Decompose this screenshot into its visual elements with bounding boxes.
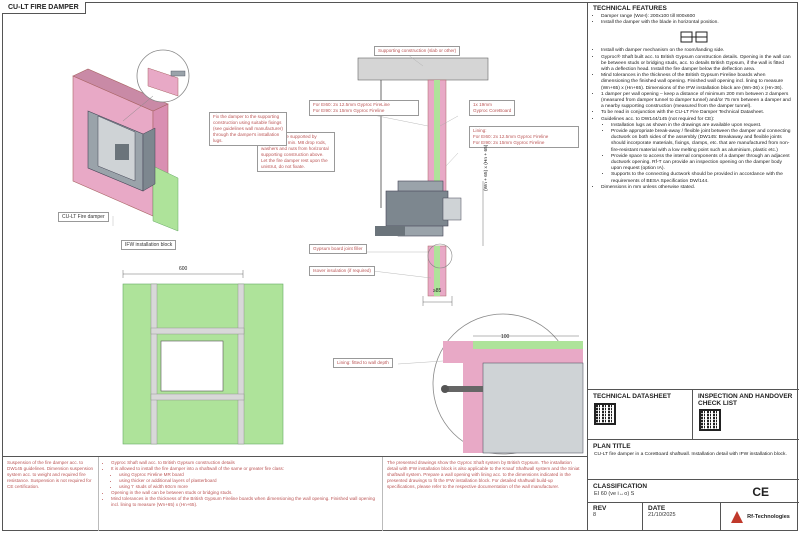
shaftwall-note-item: Opening in the wall can be between studs… xyxy=(111,490,378,496)
feature-item: Mind tolerances in the thickness of the … xyxy=(601,73,793,92)
cult-caption: CU-LT Fire damper xyxy=(58,212,109,222)
revision-block: REV 8 DATE 21/10/2025 Rf-Technologies xyxy=(588,503,799,531)
shaftwall-notes: Gyproc Shaft wall acc. to British Gypsum… xyxy=(99,457,383,531)
technical-drawing xyxy=(72,49,584,455)
feature-item: To be read in conjunction with the CU-LT… xyxy=(601,110,793,116)
fire-90-text: For EI90: 2x 15mm Gyproc Fireline xyxy=(313,108,385,113)
shaftwall-note-item: It is allowed to install the fire damper… xyxy=(111,466,378,490)
cored-2-text: Gyproc CoreBoard xyxy=(473,108,512,113)
shaftwall-sub-item: using Gyproc Fireline MR board xyxy=(119,472,378,478)
lining-2-text: For EI60: 2x 12.5mm Gyproc Fireline xyxy=(473,134,549,139)
fire-60-text: For EI60: 2x 12.5mm Gyproc FireLine xyxy=(313,102,390,107)
gypsum-filler-label: Gypsum board joint filler xyxy=(309,244,367,254)
feature-item: Gyproc® Shaft built acc. to British Gyps… xyxy=(601,55,793,74)
cored-1-text: 1x 19mm xyxy=(473,102,492,107)
feature-sub-item: Provide appropriate break-away / flexibl… xyxy=(611,129,793,154)
lining-3-text: For EI90: 2x 15mm Gyproc Fireline xyxy=(473,140,545,145)
classification-value: EI 60 (ve i↔o) S xyxy=(594,491,635,497)
supporting-construction-label: Supporting construction (slab or other) xyxy=(374,46,461,56)
sidebar: TECHNICAL FEATURES Damper range (WxH): 2… xyxy=(587,2,799,531)
blade-orientation-icon xyxy=(594,26,793,48)
datasheet-section: TECHNICAL DATASHEET INSPECTION AND HANDO… xyxy=(588,390,799,440)
plan-title-text: CU-LT fire damper in a CoreBoard shaftwa… xyxy=(594,452,787,457)
brand-name: Rf-Technologies xyxy=(747,514,790,520)
shaftwall-sub-item: using 'I' studs of width 60cm more xyxy=(119,484,378,490)
feature-item: Install with damper mechanism on the roo… xyxy=(601,48,793,54)
coreboard-callout: 1x 19mm Gyproc CoreBoard xyxy=(469,100,516,116)
drawing-area: Supporting construction (slab or other) … xyxy=(3,16,587,456)
fireline-callout: For EI60: 2x 12.5mm Gyproc FireLine For … xyxy=(309,100,419,116)
isover-label: Isover insulation (if required) xyxy=(309,266,375,276)
rev-cell: REV 8 xyxy=(588,503,643,531)
checklist-qr-icon[interactable] xyxy=(699,409,721,431)
date-cell: DATE 21/10/2025 xyxy=(643,503,721,531)
fix-damper-note: Fix the damper to the supporting constru… xyxy=(209,112,287,146)
plan-title-label: PLAN TITLE xyxy=(593,443,631,450)
dimension-100: 100 xyxy=(501,334,510,340)
plan-title-section: PLAN TITLE CU-LT fire damper in a CoreBo… xyxy=(588,440,799,480)
front-elevation xyxy=(122,270,284,445)
section-view xyxy=(357,57,489,306)
x-dimension: ≥85 xyxy=(433,288,442,294)
technical-features-body: Damper range (WxH): 200x100 till 800x600… xyxy=(588,13,799,193)
date-value: 21/10/2025 xyxy=(648,512,676,518)
shaftwall-note-item: Mind tolerances in the thickness of the … xyxy=(111,496,378,508)
rev-value: 8 xyxy=(593,512,597,518)
rf-logo-icon xyxy=(731,511,744,523)
feature-sub-item: Supports to the connecting ductwork shou… xyxy=(611,172,793,184)
sheet-title: CU-LT FIRE DAMPER xyxy=(2,2,86,14)
lining-callout: Lining: For EI60: 2x 12.5mm Gyproc Firel… xyxy=(469,126,579,148)
feature-item: 1 damper per wall opening – keep a dista… xyxy=(601,92,793,111)
shaftwall-sub-item: using thicker or additional layers of pl… xyxy=(119,478,378,484)
feature-item: Guidelines acc. to DW144/145 (not requir… xyxy=(601,117,793,185)
detail-circle xyxy=(432,313,584,455)
ce-mark-icon: CE xyxy=(752,485,769,499)
isometric-view xyxy=(72,49,190,232)
dimension-600: 600 xyxy=(179,266,188,272)
classification-title: CLASSIFICATION xyxy=(593,483,648,490)
checklist-block: INSPECTION AND HANDOVER CHECK LIST xyxy=(693,390,799,439)
checklist-title: INSPECTION AND HANDOVER CHECK LIST xyxy=(698,393,793,407)
presented-drawings-note: The presented drawings show the Gyproc S… xyxy=(387,460,580,489)
ifw-caption: IFW installation block xyxy=(121,240,177,250)
rev-label: REV xyxy=(593,505,607,512)
technical-features-section: TECHNICAL FEATURES Damper range (WxH): 2… xyxy=(588,2,799,390)
lining-fitted-label: Lining: fitted to wall depth xyxy=(333,358,393,368)
classification-section: CLASSIFICATION EI 60 (ve i↔o) S CE xyxy=(588,480,799,503)
feature-sub-item: Installation lugs as shown in the drawin… xyxy=(611,123,793,129)
datasheet-qr-icon[interactable] xyxy=(594,403,616,425)
feature-item: Dimensions in mm unless otherwise stated… xyxy=(601,185,793,191)
lining-1-text: Lining: xyxy=(473,128,487,133)
brand-cell: Rf-Technologies xyxy=(721,503,799,531)
feature-item: Damper range (WxH): 200x100 till 800x600 xyxy=(601,14,793,20)
suspension-note: Suspension of the fire damper acc. to DW… xyxy=(3,457,99,531)
datasheet-block: TECHNICAL DATASHEET xyxy=(588,390,693,439)
feature-item: Install the damper with the blade in hor… xyxy=(601,20,793,26)
feature-sub-item: Provide space to access the internal com… xyxy=(611,154,793,173)
bottom-notes: Suspension of the fire damper acc. to DW… xyxy=(3,456,587,531)
date-label: DATE xyxy=(648,505,666,512)
shaftwall-note-item: Gyproc Shaft wall acc. to British Gypsum… xyxy=(111,460,378,466)
technical-features-title: TECHNICAL FEATURES xyxy=(593,5,667,12)
vertical-dimension: (Wn + 65) x (Hn + 65) xyxy=(484,144,489,191)
datasheet-title: TECHNICAL DATASHEET xyxy=(593,393,671,400)
